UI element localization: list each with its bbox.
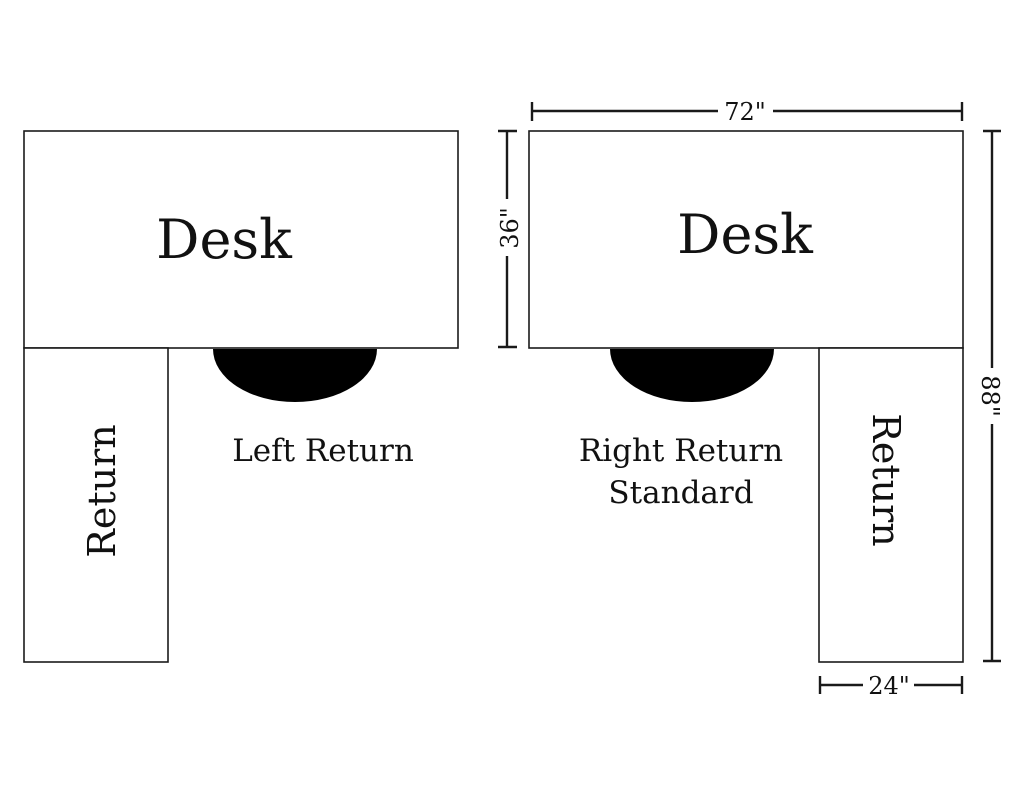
desk-width-label: 72"	[724, 98, 766, 126]
left-desk-label: Desk	[156, 208, 293, 271]
left-return-surface	[23, 347, 169, 663]
right-return-caption-line1: Right Return	[579, 433, 783, 469]
desk-depth-dimension: 36"	[496, 129, 524, 349]
desk-width-dimension: 72"	[530, 98, 964, 126]
return-width-label: 24"	[868, 672, 910, 700]
desk-depth-label: 36"	[496, 207, 524, 249]
right-return-surface	[818, 347, 964, 663]
right-desk-surface	[528, 130, 964, 349]
right-desk-label: Desk	[677, 203, 814, 266]
left-return-label: Return	[80, 424, 124, 557]
overall-length-label: 88"	[976, 375, 1004, 417]
left-return-configuration: Desk Return Left Return	[23, 130, 459, 663]
right-chair-shape	[610, 349, 774, 402]
overall-length-dimension: 88"	[976, 129, 1004, 663]
right-return-caption-line2: Standard	[608, 475, 753, 511]
left-return-caption: Left Return	[232, 433, 414, 469]
left-chair-shape	[213, 349, 377, 402]
right-return-configuration: Desk Return Right Return Standard	[528, 130, 964, 663]
return-width-dimension: 24"	[818, 672, 964, 700]
left-desk-surface	[23, 130, 459, 349]
right-return-label: Return	[864, 413, 908, 546]
